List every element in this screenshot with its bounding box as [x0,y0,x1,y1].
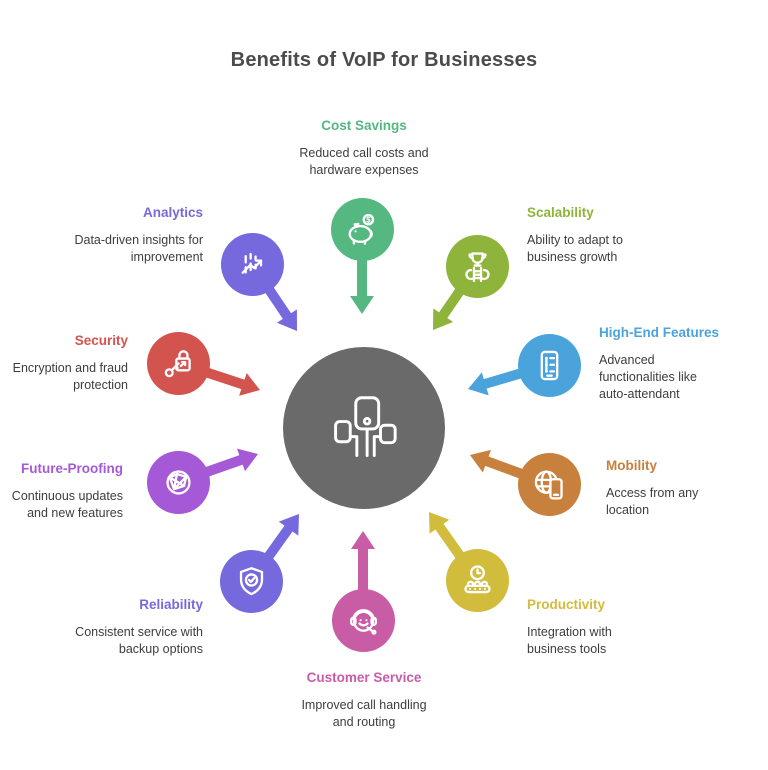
spoke-description: Encryption and fraud protection [12,361,128,393]
spoke-description: Integration with business tools [527,625,612,657]
phone-features-icon [540,350,559,381]
spoke-title: Cost Savings [321,118,407,133]
spoke-description: Reduced call costs and hardware expenses [299,146,429,178]
spoke-productivity: Productivity Integration with business t… [527,597,627,658]
spoke-mobility: Mobility Access from any location [606,458,706,519]
security-circle [147,332,210,395]
spoke-description: Data-driven insights for improvement [74,233,203,265]
spoke-description: Continuous updates and new features [11,489,123,521]
piggy-bank-icon: $ [348,213,375,245]
trophy-ladder-icon [465,252,490,282]
spoke-title: Scalability [527,205,594,220]
svg-text:$: $ [366,216,371,225]
spoke-description: Improved call handling and routing [301,698,427,730]
spoke-description: Consistent service with backup options [75,625,203,657]
spoke-analytics: Analytics Data-driven insights for impro… [53,205,203,266]
globe-phone-icon [534,470,563,500]
spoke-title: Customer Service [306,670,422,685]
scalability-circle [446,235,509,298]
analytics-circle [221,233,284,296]
spoke-reliability: Reliability Consistent service with back… [60,597,203,658]
chart-growth-icon [241,252,263,274]
lock-key-icon [164,350,191,378]
spoke-high-end-features: High-End Features Advanced functionaliti… [599,325,720,403]
spoke-security: Security Encryption and fraud protection [2,333,128,394]
page-title: Benefits of VoIP for Businesses [230,49,538,71]
spoke-description: Ability to adapt to business growth [527,233,623,265]
spoke-description: Access from any location [606,486,699,518]
productivity-circle [446,549,509,612]
headset-smile-icon [350,609,377,635]
voip-hub-icon [334,396,397,457]
network-globe-icon [166,470,191,495]
cost-savings-circle: $ [331,198,394,261]
spoke-title: Security [74,333,128,348]
spoke-title: Mobility [606,458,657,473]
customer-service-circle [332,589,395,652]
center-circle [283,347,445,509]
spoke-title: Productivity [527,597,606,612]
reliability-circle [220,550,283,613]
future-proofing-circle [147,451,210,514]
spoke-cost-savings: Cost Savings Reduced call costs and hard… [284,118,444,179]
shield-check-icon [239,567,264,596]
mobility-circle [518,453,581,516]
spoke-title: Future-Proofing [21,461,123,476]
spoke-title: Analytics [142,205,203,220]
spoke-title: Reliability [139,597,203,612]
spoke-title: High-End Features [599,325,720,340]
spoke-description: Advanced functionalities like auto-atten… [599,353,697,402]
high-end-features-circle [518,334,581,397]
conveyor-clock-icon [464,565,491,594]
spoke-future-proofing: Future-Proofing Continuous updates and n… [3,461,123,522]
spoke-scalability: Scalability Ability to adapt to business… [527,205,645,266]
spoke-customer-service: Customer Service Improved call handling … [290,670,438,731]
